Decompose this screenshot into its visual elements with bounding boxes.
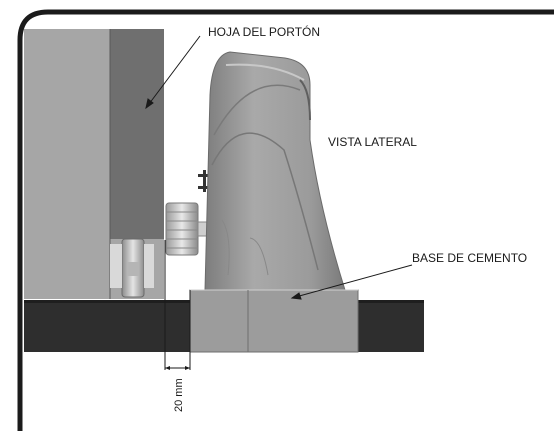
leader-lines xyxy=(145,35,413,300)
gate-leaf xyxy=(24,29,164,299)
concrete-base xyxy=(189,289,359,353)
concrete-base-label: BASE DE CEMENTO xyxy=(412,251,527,265)
motor-body xyxy=(204,51,346,291)
clearance-label: 20 mm xyxy=(173,378,185,412)
limit-switch-bracket xyxy=(198,170,210,192)
gate-wheel xyxy=(110,238,154,298)
gate-leaf-label: HOJA DEL PORTÓN xyxy=(208,24,320,39)
side-view-label: VISTA LATERAL xyxy=(328,135,417,149)
frame-border xyxy=(17,9,554,431)
pinion-gear xyxy=(165,202,211,256)
clearance-dimension xyxy=(164,240,191,370)
